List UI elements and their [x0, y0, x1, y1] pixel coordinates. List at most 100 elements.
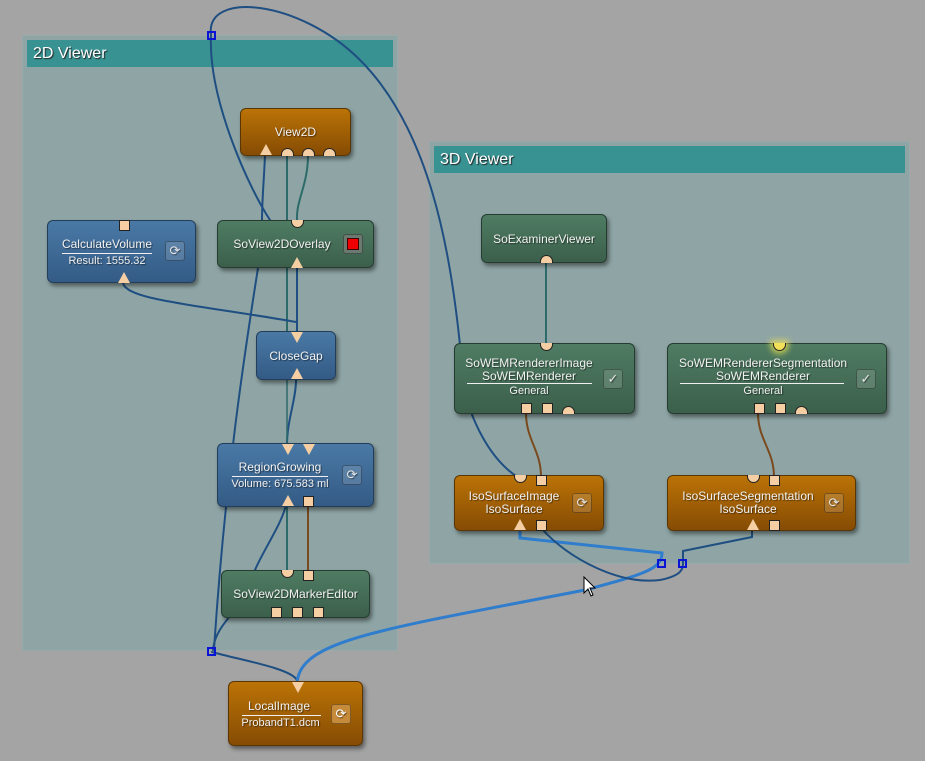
- node-sowem-renderer-segmentation[interactable]: SoWEMRendererSegmentation SoWEMRenderer …: [667, 343, 887, 414]
- node-region-growing[interactable]: RegionGrowing Volume: 675.583 ml ⟳: [217, 443, 374, 507]
- output-port[interactable]: [562, 406, 575, 414]
- toggle-button[interactable]: [343, 234, 363, 254]
- enable-checkbox[interactable]: ✓: [603, 369, 623, 389]
- input-port[interactable]: [303, 444, 315, 455]
- output-port[interactable]: [281, 148, 294, 156]
- input-port[interactable]: [747, 475, 760, 483]
- node-view2d-title: View2D: [274, 125, 317, 139]
- input-port[interactable]: [303, 570, 314, 581]
- output-port[interactable]: [302, 148, 315, 156]
- wire-closegap-to-regiongrowing: [286, 379, 297, 446]
- output-port[interactable]: [303, 496, 314, 507]
- input-port[interactable]: [119, 220, 130, 231]
- output-port[interactable]: [521, 403, 532, 414]
- node-calculate-volume-result: Result: 1555.32: [68, 255, 146, 267]
- title-separator: [232, 476, 328, 477]
- wire-isoimage-output-loop: [540, 527, 684, 582]
- node-so-view2d-marker-editor-title: SoView2DMarkerEditor: [233, 587, 358, 601]
- input-port[interactable]: [291, 220, 304, 228]
- node-so-view2d-overlay[interactable]: SoView2DOverlay: [217, 220, 374, 268]
- refresh-button[interactable]: ⟳: [342, 465, 362, 485]
- node-close-gap[interactable]: CloseGap: [256, 331, 336, 380]
- node-sowem-renderer-segmentation-category: General: [743, 385, 783, 397]
- node-so-view2d-marker-editor[interactable]: SoView2DMarkerEditor: [221, 570, 370, 618]
- output-port[interactable]: [747, 519, 759, 530]
- node-calculate-volume-title: CalculateVolume: [61, 237, 153, 251]
- title-separator: [680, 383, 844, 384]
- input-port[interactable]: [536, 475, 547, 486]
- output-port[interactable]: [313, 607, 324, 618]
- wire-handle-3d-left[interactable]: [657, 559, 666, 568]
- wire-view2d-to-overlay-2: [295, 154, 309, 221]
- input-port[interactable]: [282, 444, 294, 455]
- wire-handle-top[interactable]: [207, 31, 216, 40]
- title-separator: [242, 715, 321, 716]
- wire-handle-to-isoseg: [682, 527, 753, 565]
- refresh-icon: ⟳: [828, 495, 840, 510]
- node-calculate-volume[interactable]: CalculateVolume Result: 1555.32 ⟳: [47, 220, 196, 283]
- node-iso-surface-segmentation-type: IsoSurface: [719, 502, 777, 516]
- node-sowem-renderer-image[interactable]: SoWEMRendererImage SoWEMRenderer General…: [454, 343, 635, 414]
- output-port[interactable]: [514, 519, 526, 530]
- wire-calcvolume-to-closegap: [122, 281, 297, 323]
- wire-view2d-input: [261, 154, 266, 221]
- node-iso-surface-image[interactable]: IsoSurfaceImage IsoSurface ⟳: [454, 475, 604, 531]
- input-port[interactable]: [773, 343, 786, 351]
- input-port[interactable]: [292, 682, 304, 693]
- mouse-cursor-icon: [583, 576, 597, 597]
- node-sowem-renderer-image-title: SoWEMRendererImage: [465, 356, 593, 370]
- node-so-examiner-viewer[interactable]: SoExaminerViewer: [481, 214, 607, 263]
- wire-localimage-to-isosurface-arc: [209, 6, 461, 346]
- output-port[interactable]: [795, 406, 808, 414]
- output-port[interactable]: [540, 255, 553, 263]
- input-port[interactable]: [514, 475, 527, 483]
- group-3d-viewer-title: 3D Viewer: [434, 146, 905, 173]
- node-iso-surface-image-title: IsoSurfaceImage: [468, 489, 560, 503]
- refresh-button[interactable]: ⟳: [331, 704, 351, 724]
- refresh-button[interactable]: ⟳: [572, 493, 592, 513]
- output-port[interactable]: [118, 272, 130, 283]
- output-port[interactable]: [282, 495, 294, 506]
- input-port[interactable]: [291, 332, 303, 343]
- refresh-button[interactable]: ⟳: [165, 241, 185, 261]
- output-port[interactable]: [542, 403, 553, 414]
- title-separator: [467, 383, 592, 384]
- output-port[interactable]: [271, 607, 282, 618]
- node-local-image[interactable]: LocalImage ProbandT1.dcm ⟳: [228, 681, 363, 746]
- node-sowem-renderer-segmentation-type: SoWEMRenderer: [715, 369, 811, 383]
- node-region-growing-volume: Volume: 675.583 ml: [231, 478, 329, 490]
- wire-handle-3d-right[interactable]: [678, 559, 687, 568]
- output-port[interactable]: [292, 607, 303, 618]
- output-port[interactable]: [769, 520, 780, 531]
- wire-overlay-to-bottom-handle: [213, 267, 259, 651]
- output-port[interactable]: [536, 520, 547, 531]
- node-iso-surface-segmentation[interactable]: IsoSurfaceSegmentation IsoSurface ⟳: [667, 475, 856, 531]
- node-view2d[interactable]: View2D: [240, 108, 351, 156]
- wire-sowem-image-to-isoimage: [525, 412, 542, 478]
- node-close-gap-title: CloseGap: [269, 349, 323, 363]
- node-so-view2d-overlay-title: SoView2DOverlay: [233, 237, 331, 251]
- input-port[interactable]: [769, 475, 780, 486]
- refresh-button[interactable]: ⟳: [824, 493, 844, 513]
- output-port[interactable]: [291, 368, 303, 379]
- output-port[interactable]: [291, 257, 303, 268]
- refresh-icon: ⟳: [169, 243, 181, 258]
- output-port[interactable]: [754, 403, 765, 414]
- node-iso-surface-image-type: IsoSurface: [485, 502, 543, 516]
- input-port[interactable]: [260, 144, 272, 155]
- wire-handle-bottom-left[interactable]: [207, 647, 216, 656]
- checkbox-checked-icon: ✓: [860, 371, 872, 386]
- output-port[interactable]: [323, 148, 336, 156]
- node-so-examiner-viewer-title: SoExaminerViewer: [493, 232, 595, 246]
- node-sowem-renderer-image-category: General: [509, 385, 549, 397]
- input-port[interactable]: [540, 343, 553, 351]
- output-port[interactable]: [775, 403, 786, 414]
- node-sowem-renderer-segmentation-title: SoWEMRendererSegmentation: [678, 356, 848, 370]
- node-local-image-title: LocalImage: [247, 699, 311, 713]
- refresh-icon: ⟳: [576, 495, 588, 510]
- red-stop-icon: [347, 238, 359, 250]
- enable-checkbox[interactable]: ✓: [856, 369, 876, 389]
- input-port[interactable]: [281, 570, 294, 578]
- node-local-image-filename: ProbandT1.dcm: [241, 717, 320, 729]
- node-sowem-renderer-image-type: SoWEMRenderer: [481, 369, 577, 383]
